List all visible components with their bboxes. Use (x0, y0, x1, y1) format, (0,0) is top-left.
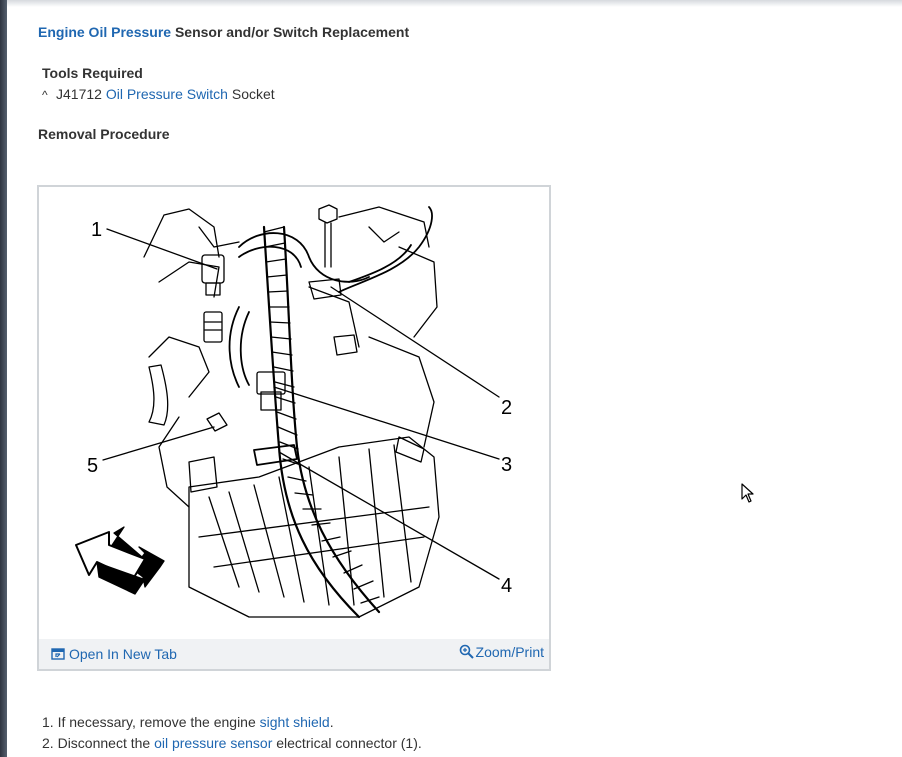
top-toolbar-shadow (7, 0, 902, 7)
step-number: 1. (42, 714, 58, 730)
tool-list-item: ^ J41712 Oil Pressure Switch Socket (42, 86, 275, 102)
direction-arrow-icon (75, 526, 165, 595)
window-left-edge (0, 0, 7, 757)
callout-leader-lines (102, 228, 500, 580)
engine-line-art (143, 204, 440, 619)
tools-required-heading: Tools Required (42, 65, 143, 81)
open-in-new-tab-label: Open In New Tab (69, 646, 177, 662)
title-link-engine-oil-pressure[interactable]: Engine Oil Pressure (38, 24, 172, 40)
mouse-cursor-icon (741, 483, 754, 503)
open-in-new-tab-icon (51, 648, 65, 660)
tool-link-oil-pressure-switch[interactable]: Oil Pressure Switch (105, 86, 228, 102)
magnifier-icon (459, 644, 474, 659)
callout-2: 2 (501, 397, 512, 419)
engine-diagram: 1 2 3 4 5 (75, 204, 512, 619)
zoom-print-label: Zoom/Print (475, 644, 544, 660)
step-number: 2. (42, 735, 58, 751)
link-sight-shield[interactable]: sight shield (259, 714, 330, 730)
link-oil-pressure-sensor[interactable]: oil pressure sensor (154, 735, 273, 751)
bullet-caret: ^ (42, 88, 48, 102)
callout-5: 5 (87, 455, 98, 477)
figure-footer: Open In New Tab Zoom/Print (39, 639, 549, 669)
procedure-steps: 1. If necessary, remove the engine sight… (42, 712, 422, 754)
removal-procedure-heading: Removal Procedure (38, 126, 170, 142)
callout-1: 1 (91, 219, 102, 241)
callout-3: 3 (501, 454, 512, 476)
step-text: If necessary, remove the engine (57, 714, 260, 730)
zoom-print-button[interactable]: Zoom/Print (459, 644, 544, 660)
step-text: Disconnect the (57, 735, 155, 751)
step-item: 1. If necessary, remove the engine sight… (42, 712, 422, 733)
callout-4: 4 (501, 575, 512, 597)
step-item: 2. Disconnect the oil pressure sensor el… (42, 733, 422, 754)
page-title: Engine Oil Pressure Sensor and/or Switch… (38, 24, 409, 40)
tool-text-rest: Socket (227, 86, 275, 102)
tool-part-number: J41712 (56, 86, 106, 102)
open-in-new-tab-button[interactable]: Open In New Tab (51, 646, 177, 662)
figure-panel: 1 2 3 4 5 Open In New Tab Zoom/Print (37, 185, 551, 671)
step-text-end: . (329, 714, 334, 730)
step-text-end: electrical connector (1). (272, 735, 422, 751)
title-text: Sensor and/or Switch Replacement (171, 24, 410, 40)
